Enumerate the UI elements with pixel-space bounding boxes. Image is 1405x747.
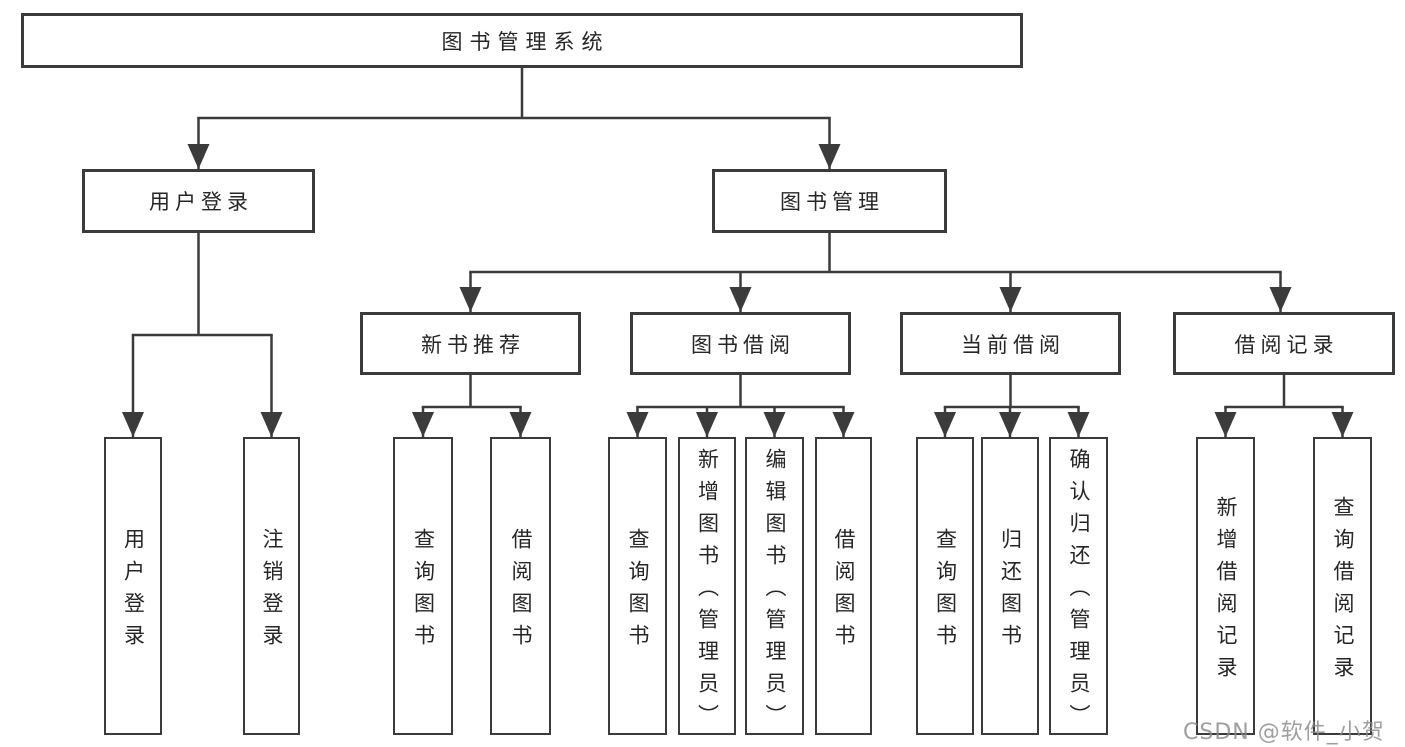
node-label: 编辑图书（管理员） [763, 447, 787, 736]
node-book-management: 图书管理 [712, 169, 947, 233]
node-label: 查询图书 [626, 527, 650, 656]
node-label: 查询图书 [411, 527, 436, 656]
leaf-add-book-admin: 新增图书（管理员） [678, 437, 736, 736]
node-label: 确认归还（管理员） [1067, 447, 1091, 736]
node-current-borrowing: 当前借阅 [900, 312, 1121, 375]
node-label: 新增借阅记录 [1214, 495, 1238, 688]
leaf-edit-book-admin: 编辑图书（管理员） [745, 437, 804, 736]
node-label: 图书管理 [780, 190, 884, 214]
node-library-management-system: 图书管理系统 [21, 13, 1023, 68]
node-label: 图书管理系统 [441, 29, 610, 54]
node-label: 当前借阅 [961, 332, 1065, 357]
node-book-borrowing: 图书借阅 [630, 312, 851, 375]
node-label: 图书借阅 [691, 332, 795, 357]
node-label: 注销登录 [260, 527, 284, 656]
node-label: 归还图书 [998, 527, 1023, 656]
node-label: 查询图书 [933, 527, 958, 656]
leaf-query-books-borrowing: 查询图书 [608, 437, 667, 735]
leaf-logout: 注销登录 [243, 437, 300, 735]
leaf-user-login: 用户登录 [104, 437, 162, 735]
leaf-return-book: 归还图书 [981, 437, 1039, 735]
leaf-query-books-current: 查询图书 [916, 437, 974, 735]
node-label: 新书推荐 [421, 332, 525, 357]
leaf-borrow-books-recommend: 借阅图书 [490, 437, 551, 735]
node-borrowing-records: 借阅记录 [1173, 312, 1395, 375]
node-label: 借阅记录 [1234, 332, 1339, 357]
csdn-watermark: CSDN @软件_小贺同学 [1183, 720, 1385, 745]
leaf-query-books-recommend: 查询图书 [393, 437, 453, 735]
node-label: 查询借阅记录 [1331, 495, 1355, 688]
node-new-book-recommend: 新书推荐 [360, 312, 581, 375]
node-label: 用户登录 [149, 190, 253, 214]
leaf-confirm-return-admin: 确认归还（管理员） [1049, 437, 1108, 736]
node-label: 借阅图书 [832, 527, 856, 656]
leaf-borrow-books: 借阅图书 [815, 437, 872, 735]
leaf-query-borrow-record: 查询借阅记录 [1313, 437, 1372, 735]
node-label: 借阅图书 [509, 527, 533, 656]
node-user-login: 用户登录 [82, 169, 315, 233]
leaf-add-borrow-record: 新增借阅记录 [1196, 437, 1255, 735]
node-label: 新增图书（管理员） [695, 447, 720, 736]
node-label: 用户登录 [121, 527, 146, 656]
